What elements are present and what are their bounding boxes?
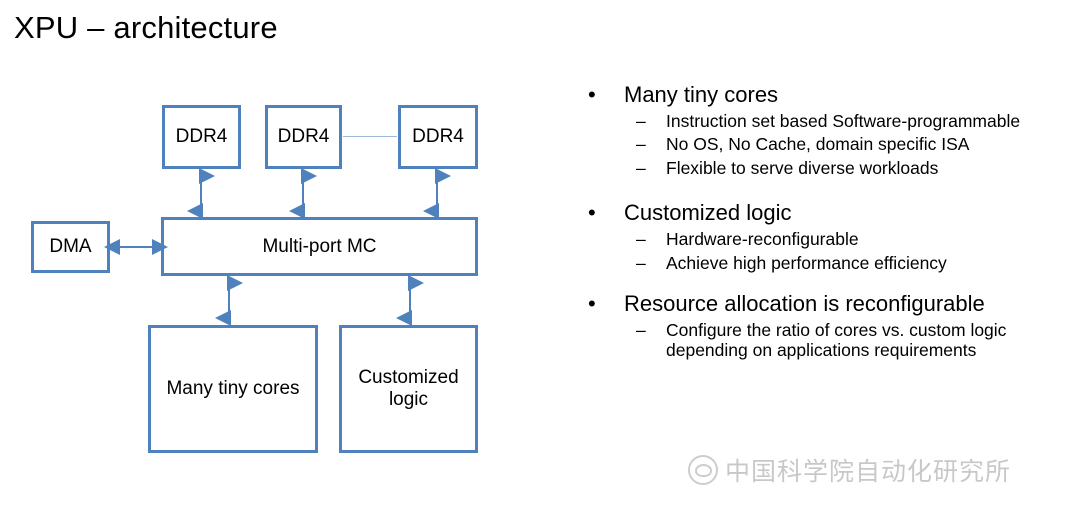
page-title: XPU – architecture <box>14 10 278 45</box>
bullet-level2-item: – Hardware-reconfigurable <box>578 229 1074 250</box>
bullet-dash-icon: – <box>636 252 646 273</box>
bullet-dot-icon: • <box>588 291 596 317</box>
bullet-level1-many-tiny-cores: • Many tiny cores <box>578 82 1074 108</box>
diagram-node-ddr4-3[interactable]: DDR4 <box>398 105 478 169</box>
watermark: 中国科学院自动化研究所 <box>688 452 1011 488</box>
bullet-level2-item: – Configure the ratio of cores vs. custo… <box>578 320 1074 361</box>
diagram-node-multi-port-mc[interactable]: Multi-port MC <box>161 217 478 276</box>
bullet-level2-text: Instruction set based Software-programma… <box>666 110 1021 131</box>
bullet-group-spacer <box>578 273 1074 291</box>
bullet-level1-resource-allocation: • Resource allocation is reconfigurable <box>578 291 1074 317</box>
bullet-group-3: • Resource allocation is reconfigurable … <box>578 291 1074 361</box>
bullet-dot-icon: • <box>588 200 596 226</box>
bullet-group-2: • Customized logic – Hardware-reconfigur… <box>578 200 1074 273</box>
bullet-dash-icon: – <box>636 110 646 131</box>
bullet-level2-item: – Flexible to serve diverse workloads <box>578 158 1074 179</box>
bullet-level2-text: No OS, No Cache, domain specific ISA <box>666 134 970 155</box>
bullet-level1-text: Many tiny cores <box>624 82 779 107</box>
bullet-list: • Many tiny cores – Instruction set base… <box>578 82 1074 361</box>
watermark-logo-icon <box>688 455 718 485</box>
bullet-level2-text: Achieve high performance efficiency <box>666 252 947 273</box>
bullet-level1-text: Resource allocation is reconfigurable <box>624 291 985 317</box>
diagram-node-ddr4-2[interactable]: DDR4 <box>265 105 342 169</box>
bullet-level2-item: – Instruction set based Software-program… <box>578 111 1074 132</box>
bullet-level2-text: Flexible to serve diverse workloads <box>666 157 939 178</box>
bullet-level1-text: Customized logic <box>624 200 792 226</box>
bullet-level1-customized-logic: • Customized logic <box>578 200 1074 226</box>
bullet-dash-icon: – <box>636 134 646 155</box>
connector-line-ddr4-2-to-ddr4-3 <box>343 136 397 137</box>
bullet-dash-icon: – <box>636 157 646 178</box>
bullet-level2-item: – No OS, No Cache, domain specific ISA <box>578 134 1074 155</box>
bullet-dot-icon: • <box>588 82 596 107</box>
bullet-level2-text: Configure the ratio of cores vs. custom … <box>666 319 1007 361</box>
bullet-group-spacer <box>578 178 1074 200</box>
bullet-dash-icon: – <box>636 228 646 249</box>
bullet-level2-text: Hardware-reconfigurable <box>666 228 859 249</box>
diagram-node-many-tiny-cores[interactable]: Many tiny cores <box>148 325 318 453</box>
architecture-diagram: DDR4 DDR4 DDR4 DMA Multi-port MC Many ti… <box>31 105 478 453</box>
watermark-text: 中国科学院自动化研究所 <box>725 457 1012 486</box>
bullet-level2-item: – Achieve high performance efficiency <box>578 253 1074 274</box>
bullet-group-1: • Many tiny cores – Instruction set base… <box>578 82 1074 178</box>
diagram-node-dma[interactable]: DMA <box>31 221 110 273</box>
bullet-dash-icon: – <box>636 319 646 340</box>
diagram-node-customized-logic[interactable]: Customized logic <box>339 325 478 453</box>
diagram-node-ddr4-1[interactable]: DDR4 <box>162 105 241 169</box>
